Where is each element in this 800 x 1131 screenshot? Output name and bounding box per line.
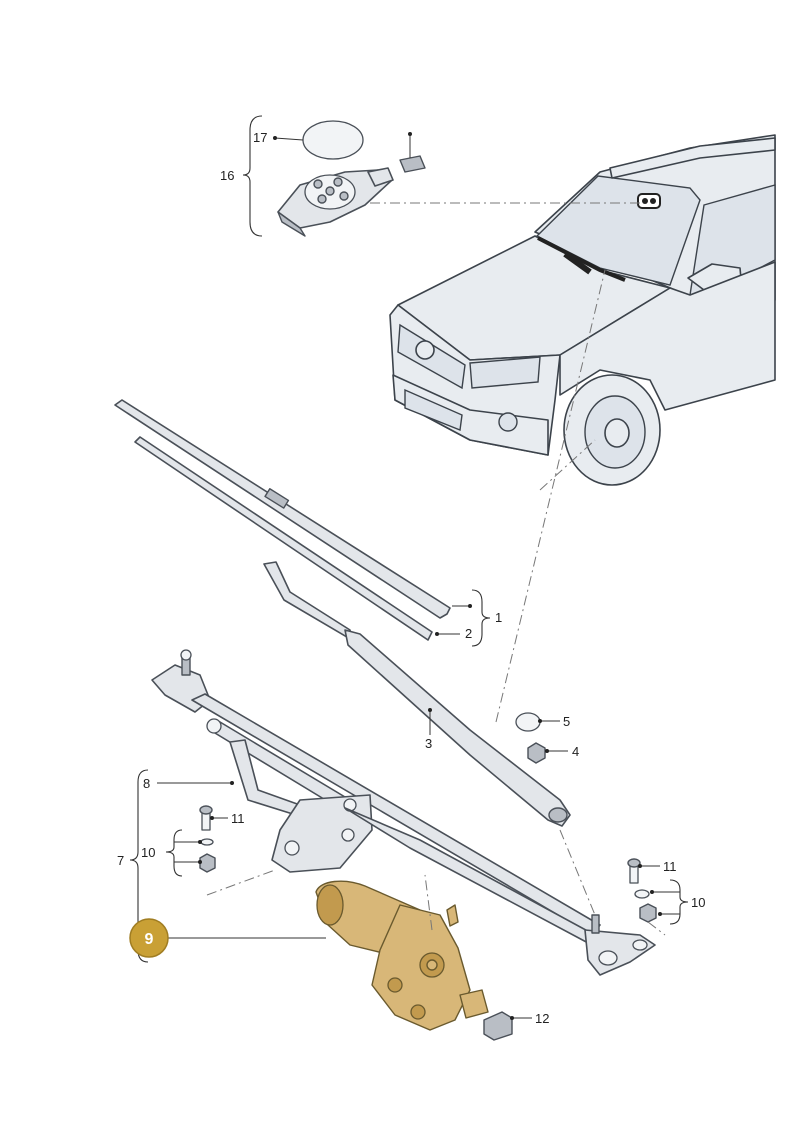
- callout-10-left: 10: [141, 845, 155, 860]
- callout-4: 4: [572, 744, 579, 759]
- callout-10-right: 10: [691, 895, 705, 910]
- highlight-badge-label[interactable]: 9: [145, 931, 154, 948]
- callout-16: 17: [253, 130, 267, 145]
- reference-lines: [206, 269, 666, 936]
- highlight-badge[interactable]: 9: [129, 918, 169, 958]
- wiper-blade-assembly: [114, 399, 451, 641]
- leader-lines: [129, 115, 689, 1020]
- callout-1: 1: [495, 610, 502, 625]
- callout-8: 8: [143, 776, 150, 791]
- callout-5: 5: [563, 714, 570, 729]
- wiper-blade-insert: [134, 436, 433, 641]
- callout-12: 12: [535, 1011, 549, 1026]
- sensor-cover-pad: [302, 120, 364, 160]
- wiper-blade: [114, 399, 451, 619]
- sensor-clip: [399, 155, 426, 173]
- callout-7: 7: [117, 853, 124, 868]
- wiper-arm: [263, 561, 571, 827]
- highlight-badge-circle[interactable]: [129, 918, 169, 958]
- wiper-linkage: [151, 649, 656, 976]
- callout-15: 16: [220, 168, 234, 183]
- vehicle-illustration: [389, 134, 776, 486]
- callout-labels: 17 16 1 2 3 5 4 8 7 11 10 11 10 12: [117, 130, 705, 1026]
- connector-12: [483, 1011, 513, 1041]
- wiper-motor-highlighted: [315, 880, 489, 1031]
- callout-2: 2: [465, 626, 472, 641]
- cap-5: [515, 712, 541, 732]
- hardware: [199, 712, 657, 1041]
- rain-sensor-group: [277, 120, 640, 237]
- callout-11-right: 11: [663, 859, 677, 874]
- rain-sensor-body: [277, 167, 394, 237]
- callout-3: 3: [425, 736, 432, 751]
- nut-4: [527, 742, 546, 764]
- callout-11-left: 11: [231, 811, 245, 826]
